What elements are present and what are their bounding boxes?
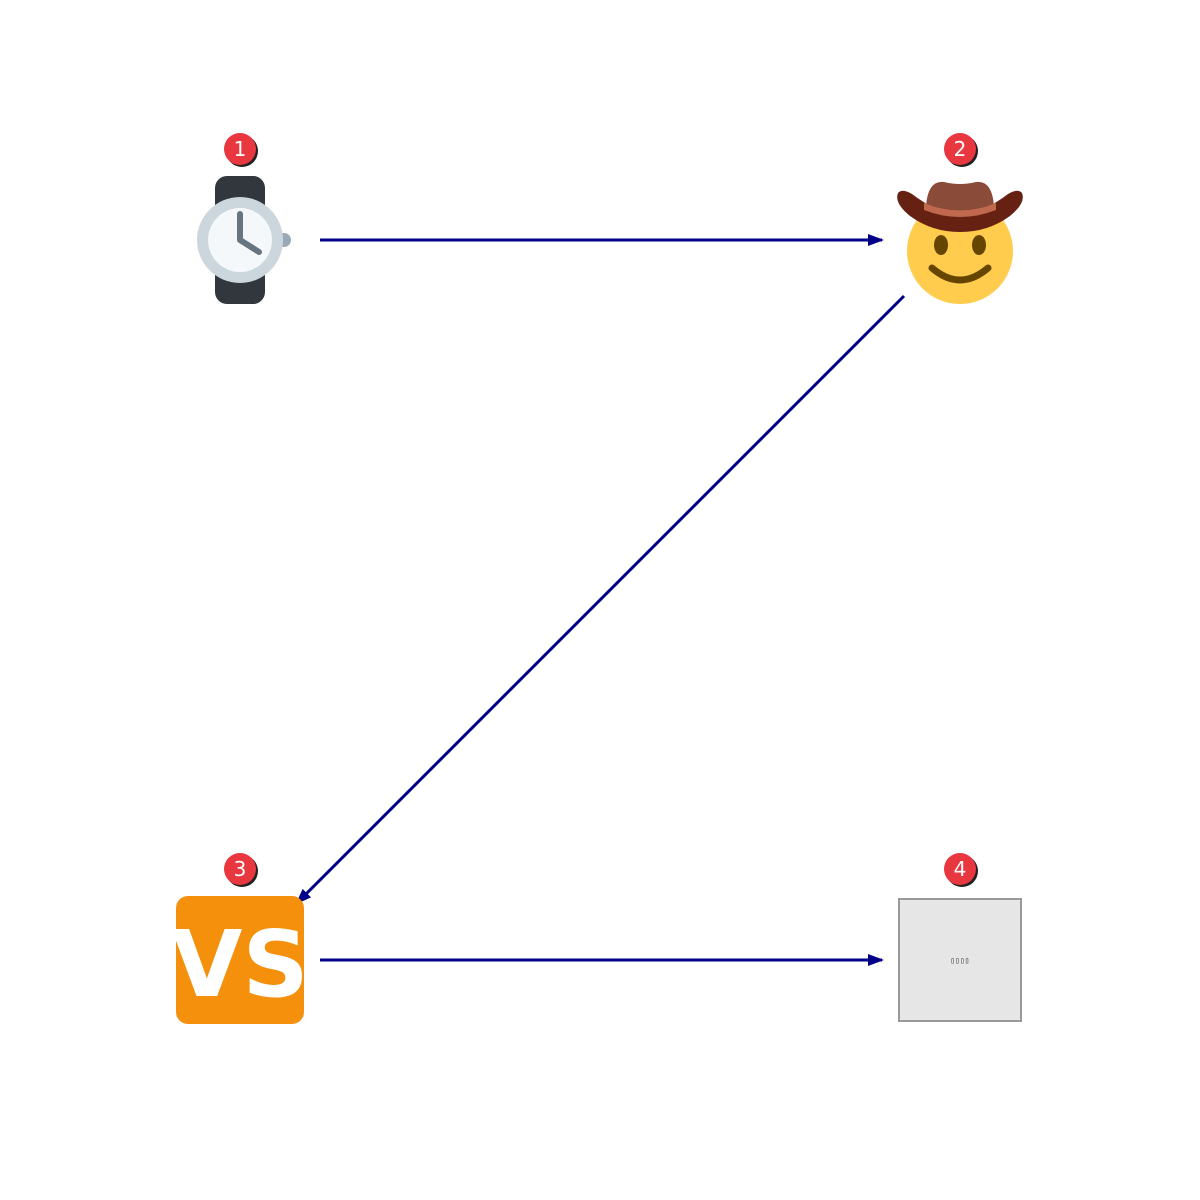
missing-glyph-icon: ▯▯▯▯ bbox=[898, 898, 1022, 1022]
vs-button-icon: VS bbox=[171, 896, 309, 1024]
badge-number: 2 bbox=[954, 137, 967, 161]
node-3: VS 3 bbox=[171, 853, 309, 1024]
node-2: 2 bbox=[897, 133, 1023, 304]
badge-3: 3 bbox=[224, 853, 258, 887]
cowboy-face-icon bbox=[897, 181, 1023, 304]
badge-1: 1 bbox=[224, 133, 258, 167]
badge-number: 4 bbox=[954, 857, 967, 881]
placeholder-label: ▯▯▯▯ bbox=[950, 956, 969, 965]
badge-2: 2 bbox=[944, 133, 978, 167]
badge-number: 1 bbox=[234, 137, 247, 161]
node-4: ▯▯▯▯ 4 bbox=[898, 853, 1022, 1022]
edge-2-to-3 bbox=[295, 294, 906, 905]
node-1: 1 bbox=[197, 133, 291, 304]
badge-number: 3 bbox=[234, 857, 247, 881]
edges bbox=[295, 234, 906, 966]
badge-4: 4 bbox=[944, 853, 978, 887]
wristwatch-icon bbox=[197, 176, 291, 304]
vs-label: VS bbox=[171, 911, 308, 1018]
